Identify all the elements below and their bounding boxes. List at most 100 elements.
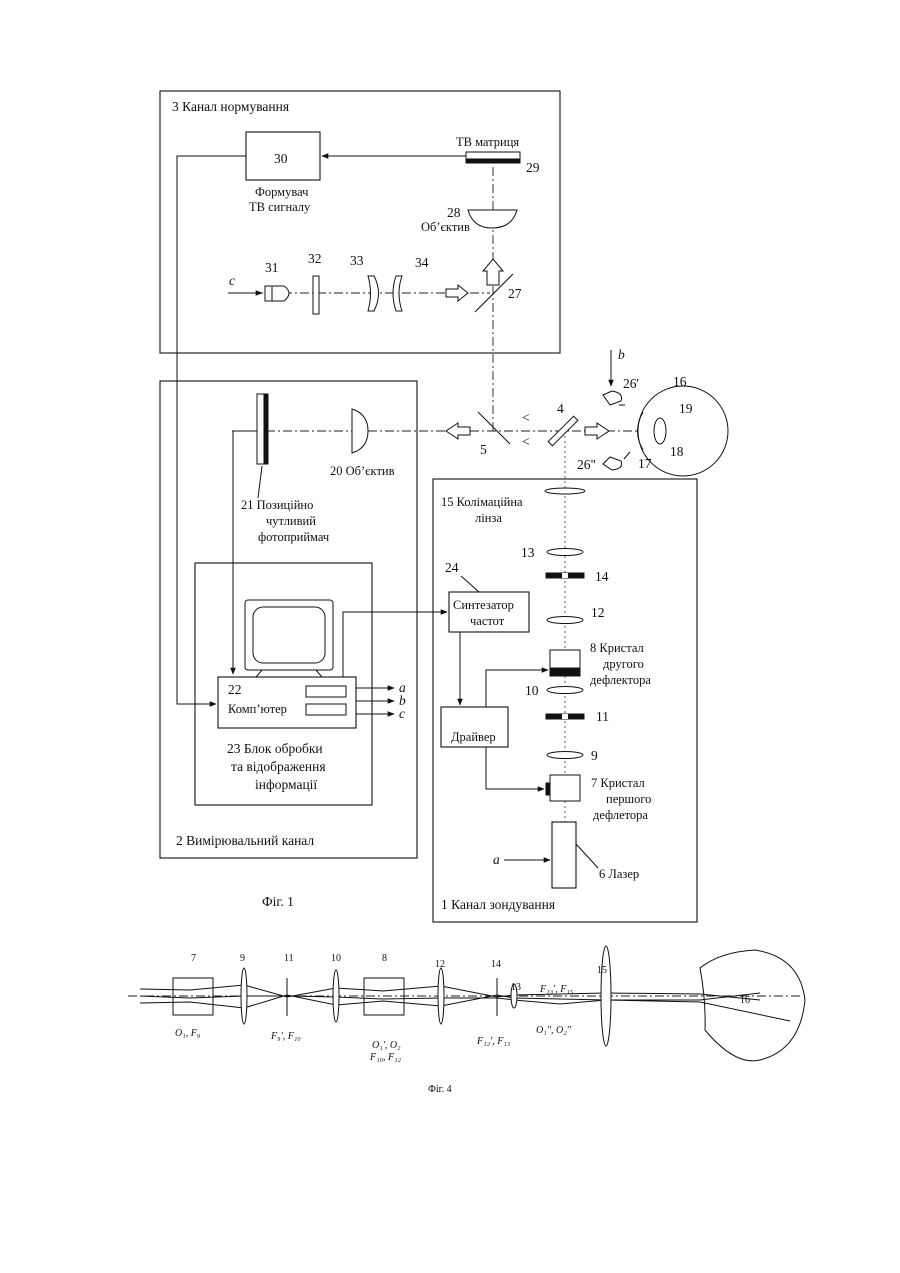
leader-24 — [461, 576, 479, 592]
figure-4-caption: Фіг. 4 — [428, 1084, 452, 1095]
label-28: 28 — [447, 205, 461, 220]
objective-28-caption: Об’єктив — [421, 220, 470, 234]
monitor-screen — [253, 607, 325, 663]
processing-unit-caption-3: інформації — [255, 777, 317, 792]
processing-unit-caption-2: та відображення — [231, 759, 326, 774]
fig4-label-o1-o2: O₁', O₂ — [372, 1040, 401, 1051]
fig4-lens-10 — [333, 970, 339, 1022]
label-12: 12 — [591, 605, 605, 620]
fig4-label-7: 7 — [191, 953, 196, 964]
crystal-7-caption-2: першого — [606, 792, 651, 806]
photodetector-21-face — [264, 394, 268, 464]
normalization-channel-title: 3 Канал нормування — [172, 99, 289, 114]
crystal-8-caption-3: дефлектора — [590, 673, 651, 687]
output-c-label: c — [399, 706, 405, 721]
label-4: 4 — [557, 401, 564, 416]
tv-former-caption-1: Формувач — [255, 185, 308, 199]
probing-channel-title: 1 Канал зондування — [441, 897, 555, 912]
laser-6 — [552, 822, 576, 888]
led-31 — [272, 286, 289, 301]
photodetector-21 — [257, 394, 264, 464]
former-to-computer-line — [177, 156, 246, 704]
fig4-label-f12-f13: F₁₂', F₁₃ — [476, 1036, 511, 1047]
fig4-label-f10-f12: F₁₀, F₁₂ — [369, 1052, 402, 1063]
collimating-lens-15 — [545, 488, 585, 494]
collimating-lens-caption-2: лінза — [475, 511, 502, 525]
tv-former-caption-2: ТВ сигналу — [249, 200, 311, 214]
fig4-label-14: 14 — [491, 959, 501, 970]
drive-slot-2 — [306, 704, 346, 715]
objective-20-caption: 20 Об’єктив — [330, 464, 395, 478]
leader-26b — [624, 452, 630, 459]
photodetector-caption-1: 21 Позиційно — [241, 498, 313, 512]
fig4-crystal-8 — [364, 978, 404, 1015]
synth-caption-2: частот — [470, 614, 505, 628]
eye-16 — [638, 386, 728, 476]
lens-33 — [368, 276, 379, 311]
laser-caption: 6 Лазер — [599, 867, 639, 881]
crystal-7 — [550, 775, 580, 801]
label-24: 24 — [445, 560, 459, 575]
label-26a: 26' — [623, 376, 639, 391]
label-5: 5 — [480, 442, 487, 457]
input-b-label: b — [618, 347, 625, 362]
label-14: 14 — [595, 569, 609, 584]
fig4-label-10: 10 — [331, 953, 341, 964]
crystal-8-caption-1: 8 Кристал — [590, 641, 644, 655]
driver-to-crystal7-line — [486, 747, 544, 789]
label-26b: 26" — [577, 457, 596, 472]
fig4-label-11: 11 — [284, 953, 294, 964]
tv-matrix-label: ТВ матриця — [456, 135, 519, 149]
leader-21 — [258, 466, 262, 498]
eye-lens-18 — [654, 418, 666, 444]
label-13: 13 — [521, 545, 535, 560]
label-19: 19 — [679, 401, 693, 416]
lens-13 — [547, 549, 583, 556]
aperture-14-slit — [562, 573, 568, 578]
objective-20 — [352, 409, 368, 453]
crystal-8-caption-2: другого — [603, 657, 644, 671]
processing-unit-caption-1: 23 Блок обробки — [227, 741, 323, 756]
lens-10 — [547, 687, 583, 694]
input-a-label: a — [493, 852, 500, 867]
label-34: 34 — [415, 255, 429, 270]
monitor-stand — [256, 670, 322, 677]
label-17: 17 — [638, 456, 652, 471]
label-18: 18 — [670, 444, 684, 459]
label-11: 11 — [596, 709, 609, 724]
fig4-label-f13-f15: F₁₃', F₁₅ — [539, 984, 574, 995]
label-29: 29 — [526, 160, 540, 175]
aperture-11-slit — [562, 714, 568, 719]
crystal-7-caption-1: 7 Кристал — [591, 776, 645, 790]
input-c-label: c — [229, 273, 235, 288]
driver-to-crystal8-line — [486, 670, 548, 707]
driver-caption: Драйвер — [451, 730, 496, 744]
fig4-label-o1-f9: O₁, F₉ — [175, 1028, 201, 1039]
label-27: 27 — [508, 286, 522, 301]
crystal-8-transducer — [550, 668, 580, 676]
beam-arrow-right-eye — [585, 423, 609, 439]
beam-arrow-right-27 — [446, 285, 468, 301]
label-10: 10 — [525, 683, 539, 698]
leader-6 — [576, 844, 598, 868]
synth-caption-1: Синтезатор — [453, 598, 514, 612]
tv-matrix-29-face — [466, 159, 520, 163]
fig4-label-8: 8 — [382, 953, 387, 964]
label-22: 22 — [228, 682, 242, 697]
label-31: 31 — [265, 260, 279, 275]
fig4-label-f9-f10: F₉', F₁₀ — [270, 1031, 301, 1042]
fig4-beam-lower — [140, 993, 760, 1008]
fig4-lens-15 — [601, 946, 611, 1046]
computer-to-synth-line — [343, 612, 447, 677]
figure-1-caption: Фіг. 1 — [262, 894, 294, 909]
measurement-channel-title: 2 Вимірювальний канал — [176, 833, 314, 848]
beamsplitter-5 — [478, 412, 510, 444]
filter-32 — [313, 276, 319, 314]
collimating-lens-caption-1: 15 Колімаційна — [441, 495, 523, 509]
lens-9 — [547, 752, 583, 759]
fig4-lens-9 — [241, 968, 247, 1024]
crystal-7-transducer — [546, 783, 550, 795]
label-30: 30 — [274, 151, 288, 166]
chevron-left-lower: < — [522, 434, 530, 449]
